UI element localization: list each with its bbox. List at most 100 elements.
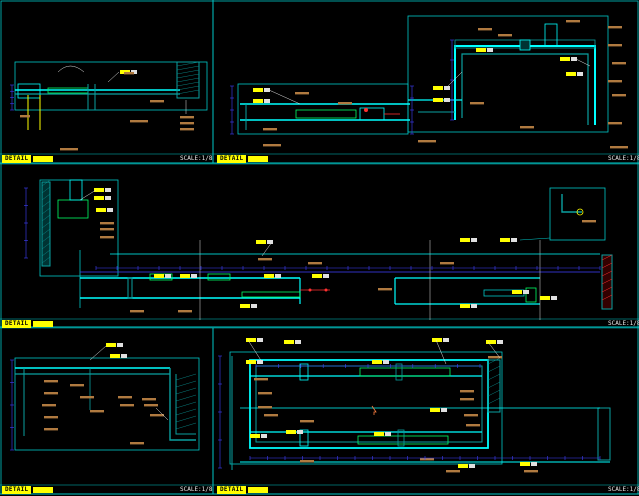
- annotation-note: [464, 414, 478, 417]
- hatch-line: [176, 65, 200, 71]
- cabinet-profile: [461, 53, 589, 125]
- annotation-tag: [240, 304, 250, 308]
- annotation-note: [150, 100, 164, 103]
- annotation-note: [130, 310, 144, 313]
- annotation-note: [254, 378, 268, 381]
- hatch-line: [601, 294, 613, 301]
- annotation-tag: [253, 99, 263, 103]
- annotation-note: [608, 122, 622, 125]
- door-swing: [57, 65, 85, 73]
- detail-name-block: [248, 155, 269, 162]
- annotation-note: [70, 384, 84, 387]
- annotation-tag: [253, 88, 263, 92]
- hatch-line: [41, 179, 51, 187]
- annotation-note: [524, 470, 538, 473]
- hatch-line: [41, 207, 51, 215]
- annotation-tag: [110, 354, 120, 358]
- wall-section: [597, 407, 611, 461]
- annotation-tag: [460, 304, 470, 308]
- leader-line: [107, 71, 120, 83]
- annotation-note: [120, 404, 134, 407]
- annotation-tag-text: [469, 464, 475, 468]
- annotation-note: [264, 414, 278, 417]
- annotation-tag: [566, 72, 576, 76]
- annotation-tag-text: [444, 98, 450, 102]
- annotation-tag: [560, 57, 570, 61]
- annotation-tag: [94, 188, 104, 192]
- annotation-note: [258, 258, 272, 261]
- hatch-line: [175, 387, 197, 395]
- panel: [57, 199, 89, 219]
- annotation-note: [440, 262, 454, 265]
- annotation-tag-text: [117, 343, 123, 347]
- frame-section: [397, 429, 405, 447]
- detail-name-block: [248, 486, 269, 493]
- annotation-tag-text: [264, 99, 270, 103]
- annotation-tag-text: [105, 188, 111, 192]
- annotation-note: [80, 396, 94, 399]
- annotation-tag-text: [531, 462, 537, 466]
- cabinet-profile: [249, 359, 489, 449]
- hatch-line: [175, 394, 197, 402]
- annotation-tag: [264, 274, 274, 278]
- hatch-line: [175, 408, 197, 416]
- leader-line: [79, 189, 97, 201]
- frame-section: [17, 83, 41, 99]
- detail-title-5: DETAIL: [217, 486, 269, 494]
- leader-line: [268, 89, 301, 105]
- annotation-tag-text: [261, 434, 267, 438]
- side-profile: [175, 374, 196, 435]
- annotation-tag-text: [323, 274, 329, 278]
- joint: [519, 39, 531, 51]
- annotation-note: [300, 460, 314, 463]
- annotations: [10, 20, 628, 473]
- callout-leader: [519, 237, 551, 241]
- frame-section: [359, 107, 385, 121]
- detail-outline: [237, 83, 409, 135]
- annotation-tag-text: [295, 340, 301, 344]
- hatch-line: [487, 389, 501, 397]
- hatch-line: [41, 249, 51, 257]
- annotation-tag: [246, 338, 256, 342]
- scale-label-3: SCALE:1/8: [608, 320, 639, 327]
- hatch-line: [175, 422, 197, 430]
- annotation-note: [460, 390, 474, 393]
- detail-label: DETAIL: [2, 486, 32, 494]
- callout-profile: [561, 194, 582, 213]
- detail-title-2: DETAIL: [217, 155, 269, 163]
- annotation-tag: [520, 462, 530, 466]
- annotation-tag-text: [257, 360, 263, 364]
- annotation-tag-text: [444, 86, 450, 90]
- annotation-tag-text: [121, 354, 127, 358]
- annotation-note: [300, 420, 314, 423]
- hatch-line: [601, 254, 613, 261]
- detail-name-block: [33, 155, 54, 162]
- annotation-note: [446, 470, 460, 473]
- hatch-line: [176, 77, 200, 83]
- cursor-mark: [371, 405, 377, 415]
- detail-label: DETAIL: [2, 320, 32, 328]
- annotation-note: [263, 144, 281, 147]
- annotation-tag-text: [297, 430, 303, 434]
- annotation-tag-text: [267, 240, 273, 244]
- annotation-tag-text: [257, 338, 263, 342]
- annotation-note: [60, 148, 78, 151]
- annotation-tag: [154, 274, 164, 278]
- hatch-line: [176, 89, 200, 95]
- annotation-tag-text: [264, 88, 270, 92]
- annotation-note: [100, 222, 114, 225]
- hatch-line: [41, 221, 51, 229]
- scale-label-1: SCALE:1/8: [180, 155, 213, 162]
- annotation-tag: [433, 98, 443, 102]
- hatch-line: [487, 397, 501, 405]
- wall-section: [601, 254, 613, 310]
- hatch-line: [176, 73, 200, 79]
- annotation-tag-text: [191, 274, 197, 278]
- leader-line: [261, 241, 273, 257]
- hatch-line: [175, 401, 197, 409]
- annotation-note: [378, 288, 392, 291]
- annotation-note: [258, 392, 272, 395]
- annotation-note: [44, 416, 58, 419]
- annotation-note: [608, 26, 622, 29]
